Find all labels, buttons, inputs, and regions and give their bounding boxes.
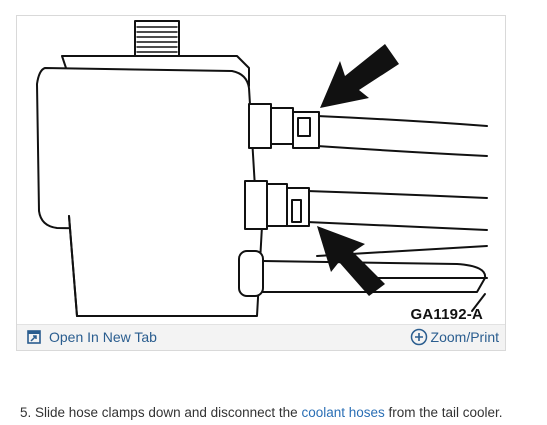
zoom-print-button[interactable]: Zoom/Print (410, 328, 499, 346)
figure-card: GA1192-A Open In New Tab Zoom/Print (16, 15, 506, 351)
arrow-lower (317, 226, 385, 296)
cooler-body (36, 67, 258, 232)
diagram-code: GA1192-A (410, 306, 483, 323)
open-in-new-tab-label: Open In New Tab (49, 329, 157, 345)
zoom-print-label: Zoom/Print (430, 329, 499, 345)
figure-toolbar: Open In New Tab Zoom/Print (17, 324, 505, 350)
coolant-hoses-link[interactable]: coolant hoses (301, 405, 385, 420)
open-in-new-tab-icon (27, 330, 41, 344)
tail-cooler-diagram (36, 20, 488, 317)
step-instruction: 5. Slide hose clamps down and disconnect… (20, 405, 503, 420)
open-in-new-tab-button[interactable]: Open In New Tab (27, 329, 157, 345)
arrow-upper (320, 44, 399, 108)
plus-circle-icon (410, 328, 427, 346)
step-text-suffix: from the tail cooler. (384, 405, 503, 420)
step-text-prefix: 5. Slide hose clamps down and disconnect… (20, 405, 302, 420)
